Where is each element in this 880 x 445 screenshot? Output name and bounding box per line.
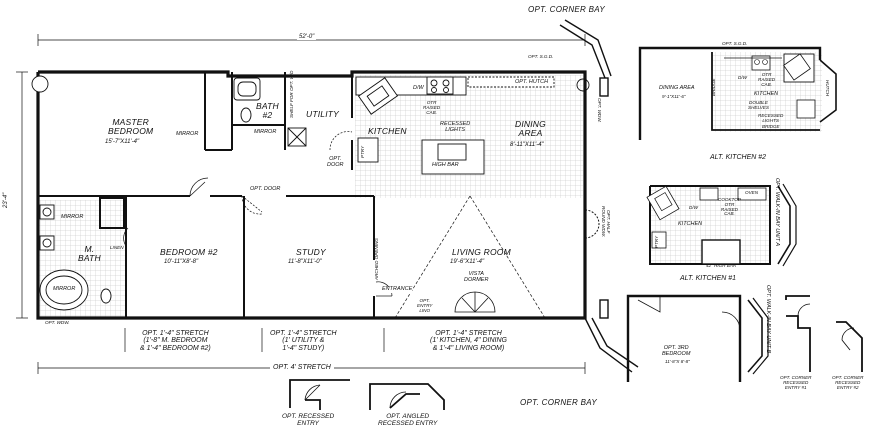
vista-dormer-label: VISTA DORMER <box>464 271 489 283</box>
mbath-label: M. BATH <box>78 244 101 263</box>
walk-in-bay-a-label: OPT. WALK-IN BAY UNIT A <box>774 178 780 247</box>
mbath-fixtures <box>31 75 590 311</box>
opt-recessed-entry-label: OPT. RECESSED ENTRY <box>282 413 335 427</box>
otr-cab-label: OTR RAISED CAB. <box>423 100 441 115</box>
alt-kitchen2-hutch-label: HUTCH <box>825 80 830 97</box>
alt-kitchen2-title: ALT. KITCHEN #2 <box>710 154 767 161</box>
utility-label: UTILITY <box>306 109 340 119</box>
bath2-fixtures <box>233 77 307 147</box>
kitchen-label: KITCHEN <box>368 126 407 136</box>
alt-kitchen2-dining-size: 9'-1"X11'-6" <box>662 94 686 99</box>
opt-door-1-label: OPT. DOOR <box>250 186 281 193</box>
entrance-label: ENTRANCE <box>382 286 413 293</box>
bath2-mirror-label: MIRROR <box>254 129 277 135</box>
alt-kitchen1-pantry-label: PTRY <box>654 235 659 248</box>
walk-in-bay-b-label: OPT. WALK-IN BAY UNIT B <box>765 285 771 354</box>
overall-length-label: 52'-0" <box>297 34 317 41</box>
alt-kitchen2-bridge-left-label: BRIDGE <box>711 78 716 96</box>
dining-area-size: 8'-11"X11'-4" <box>510 142 544 148</box>
master-bedroom-size: 15'-7"X11'-4" <box>105 139 140 145</box>
dining-area-label: DINING AREA <box>515 119 546 138</box>
alt-kitchen2-recessed-label: RECESSED LIGHTS <box>758 113 784 123</box>
interior-walls <box>38 72 375 318</box>
half-round-window <box>584 209 600 239</box>
study-size: 11'-8"X11'-0" <box>288 259 322 265</box>
opt-corner-bay-top-label: OPT. CORNER BAY <box>528 5 605 14</box>
opt-angled-recessed-entry-label: OPT. ANGLED RECESSED ENTRY <box>378 413 438 427</box>
opt-4-stretch-label: OPT. 4' STRETCH <box>270 364 334 372</box>
arched-opening-label: ARCHED OPENING <box>374 238 379 280</box>
door-swings <box>123 131 393 297</box>
alt-kitchen2-otr-label: OTR RAISED CAB. <box>758 72 776 87</box>
opt-door-2-label: OPT. DOOR <box>327 156 344 168</box>
recessed-entry-2-label: OPT. CORNER RECESSED ENTRY #2 <box>832 375 864 390</box>
master-bedroom-label: MASTER BEDROOM <box>108 117 154 136</box>
opt-half-round-wdw-label: OPT. HALF ROUND WDW. <box>601 206 611 238</box>
recessed-entry-diagrams-bottom <box>289 379 445 410</box>
pantry-label: PTRY <box>360 145 365 158</box>
kitchen-fixtures <box>355 76 555 175</box>
recessed-entry-diagrams-right <box>785 295 863 372</box>
shelf-opt-wd-label: SHELF FOR OPT. W/D <box>289 70 294 118</box>
bedroom2-size: 10'-11"X8'-8" <box>164 259 199 265</box>
alt-kitchen2-sgd-label: OPT. S.G.D. <box>722 41 748 46</box>
mbath-mirror-bottom-label: MIRROR <box>53 286 76 292</box>
recessed-entry-1-label: OPT. CORNER RECESSED ENTRY #1 <box>780 375 812 390</box>
opt-wdw-right-label: OPT. WDW. <box>597 98 602 123</box>
opt-3rd-bedroom-label: OPT. 3RD BEDROOM <box>662 345 691 357</box>
alt-kitchen2-double-shelves-label: DOUBLE SHELVES <box>748 100 769 110</box>
opt-sgd-label: OPT. S.G.D. <box>528 54 554 59</box>
vaulted-ceiling-lines <box>394 195 546 319</box>
master-mirror-label: MIRROR <box>176 131 199 138</box>
alt-kitchen1-dw-label: D/W <box>689 205 698 210</box>
alt-kitchen1-title: ALT. KITCHEN #1 <box>680 275 737 282</box>
alt-kitchen1-kitchen-label: KITCHEN <box>678 221 703 227</box>
exterior-walls <box>36 70 587 320</box>
recessed-lights-label: RECESSED LIGHTS <box>440 121 471 133</box>
study-label: STUDY <box>296 247 326 257</box>
alt-kitchen2-dw-label: D/W <box>738 75 747 80</box>
stretch-mid-label: OPT. 1'-4" STRETCH (1' UTILITY & 1'-4" S… <box>270 330 337 352</box>
windows <box>58 71 586 319</box>
overall-width-label: 23'-4" <box>3 190 10 210</box>
dw-label: D/W <box>413 85 424 91</box>
opt-corner-bay-bottom-label: OPT. CORNER BAY <box>520 398 597 407</box>
alt-kitchen1-high-bar-label: 42" HIGH BAR <box>706 263 737 268</box>
alt-kitchen2-dining-label: DINING AREA <box>659 85 695 91</box>
main-house <box>16 19 639 374</box>
living-room-label: LIVING ROOM <box>452 247 511 257</box>
mbath-mirror-top-label: MIRROR <box>61 214 84 220</box>
alt-kitchen2-kitchen-label: KITCHEN <box>754 91 779 97</box>
alt-kitchen1-cooktop-label: COOKTOP OTR RAISED CAB. <box>718 197 741 217</box>
stretch-left-label: OPT. 1'-4" STRETCH (1'-8" M. BEDROOM & 1… <box>140 330 211 352</box>
opt-hutch-label: OPT. HUTCH <box>515 79 549 85</box>
living-room-size: 19'-6"X11'-4" <box>450 259 485 265</box>
vista-dormer <box>454 291 496 313</box>
opt-3rd-bedroom-diagram <box>626 294 769 382</box>
opt-wdw-mbath-label: OPT. WDW. <box>45 320 70 325</box>
high-bar-label: HIGH BAR <box>432 162 459 168</box>
stretch-right-label: OPT. 1'-4" STRETCH (1' KITCHEN, 4" DININ… <box>430 330 507 352</box>
bedroom2-label: BEDROOM #2 <box>160 247 218 257</box>
opt-3rd-bedroom-size: 11'-8"X 8'-8" <box>665 359 690 364</box>
alt-kitchen-1-diagram <box>646 183 797 267</box>
corner-bay-top <box>559 19 612 97</box>
opt-entry-lino-label: OPT. ENTRY LINO <box>417 298 433 313</box>
alt-kitchen1-oven-label: OVEN <box>745 190 759 195</box>
alt-kitchen2-bridge-label: BRIDGE <box>762 124 780 129</box>
bath2-label: BATH #2 <box>256 101 279 120</box>
alt-kitchen-2-diagram <box>638 46 837 140</box>
linen-label: LINEN <box>110 245 124 250</box>
corner-bay-bottom <box>584 299 639 373</box>
